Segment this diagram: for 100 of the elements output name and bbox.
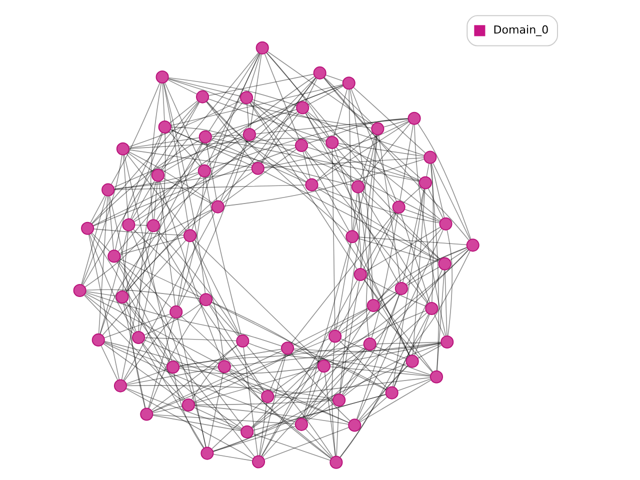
- node-circle: [196, 90, 210, 104]
- connector: [316, 132, 374, 182]
- connector: [103, 343, 184, 402]
- connector: [353, 87, 426, 154]
- node-circle: [182, 398, 195, 412]
- node-circle: [151, 168, 164, 182]
- connector: [266, 52, 396, 203]
- node-circle: [114, 379, 127, 392]
- node-circle: [122, 218, 136, 232]
- connector: [334, 148, 362, 269]
- connector: [114, 132, 162, 250]
- node-circle: [170, 305, 183, 318]
- node-circle: [363, 338, 376, 351]
- connector: [364, 279, 434, 372]
- node-circle: [392, 200, 406, 214]
- node-circle: [183, 229, 197, 242]
- connector: [140, 132, 166, 332]
- node-circle: [251, 162, 264, 175]
- node-circle: [108, 250, 121, 263]
- connector: [130, 230, 206, 448]
- connector: [377, 310, 433, 372]
- connector: [252, 370, 320, 428]
- connector: [261, 341, 332, 457]
- connector: [194, 239, 320, 362]
- node-circle: [252, 455, 266, 468]
- connector: [266, 50, 374, 126]
- node-circle: [198, 130, 212, 144]
- node-circle: [326, 136, 339, 150]
- connector: [170, 129, 352, 186]
- connector: [212, 400, 264, 450]
- node-circle: [406, 354, 419, 368]
- legend-label: Domain_0: [493, 23, 549, 36]
- connector: [340, 365, 408, 458]
- node-circle: [240, 425, 254, 438]
- node-circle: [466, 238, 480, 252]
- connector: [191, 344, 238, 400]
- connector: [177, 317, 206, 448]
- connector: [364, 279, 410, 356]
- node-circle: [158, 120, 172, 134]
- node-circle: [140, 408, 154, 421]
- connector: [152, 350, 282, 412]
- connector: [222, 148, 297, 204]
- connector: [323, 77, 422, 179]
- node-circle: [317, 360, 330, 373]
- node-circle: [294, 138, 308, 152]
- node-circle: [440, 336, 454, 349]
- connector: [84, 230, 150, 288]
- connector: [170, 126, 296, 146]
- connector: [356, 294, 400, 420]
- node-circle: [424, 150, 437, 164]
- connector: [314, 190, 410, 356]
- connector: [132, 228, 202, 296]
- node-circle: [132, 330, 146, 344]
- node-circle: [81, 222, 94, 235]
- node-circle: [348, 418, 362, 432]
- connector: [192, 240, 224, 361]
- connector: [211, 302, 320, 363]
- connector: [102, 240, 186, 336]
- connector: [417, 123, 472, 240]
- node-circle: [425, 302, 438, 315]
- connector: [124, 316, 173, 382]
- connector: [251, 292, 398, 428]
- connector: [272, 310, 426, 394]
- node-circle: [92, 333, 105, 346]
- connector: [340, 338, 431, 376]
- node-circle: [366, 298, 380, 312]
- connector: [210, 139, 306, 183]
- node-circle: [346, 230, 359, 244]
- node-circle: [430, 370, 444, 384]
- node-circle: [200, 446, 214, 460]
- connector: [293, 349, 387, 390]
- node-circle: [371, 122, 384, 136]
- connector: [208, 52, 260, 132]
- node-circle: [408, 112, 421, 125]
- node-circle: [438, 257, 452, 270]
- node-circle: [418, 176, 432, 190]
- node-circle: [342, 76, 356, 90]
- connector: [126, 210, 213, 293]
- node-circle: [242, 128, 256, 142]
- node-circle: [240, 91, 254, 104]
- connector: [304, 150, 350, 232]
- node-circle: [199, 293, 212, 306]
- connector: [194, 367, 318, 404]
- node-circle: [330, 456, 343, 469]
- connector: [144, 302, 202, 336]
- node-circle: [351, 180, 364, 194]
- node-circle: [236, 334, 250, 348]
- connector: [366, 277, 426, 306]
- connector: [208, 76, 315, 167]
- connector: [324, 77, 470, 241]
- node-circle: [211, 200, 224, 214]
- node-circle: [394, 282, 408, 296]
- connector: [126, 171, 254, 293]
- connector: [350, 88, 397, 202]
- node-circle: [332, 394, 346, 407]
- node-circle: [156, 70, 169, 84]
- connector: [224, 158, 425, 206]
- node-circle: [294, 418, 308, 431]
- node-circle: [102, 183, 115, 196]
- node-circle: [116, 142, 130, 156]
